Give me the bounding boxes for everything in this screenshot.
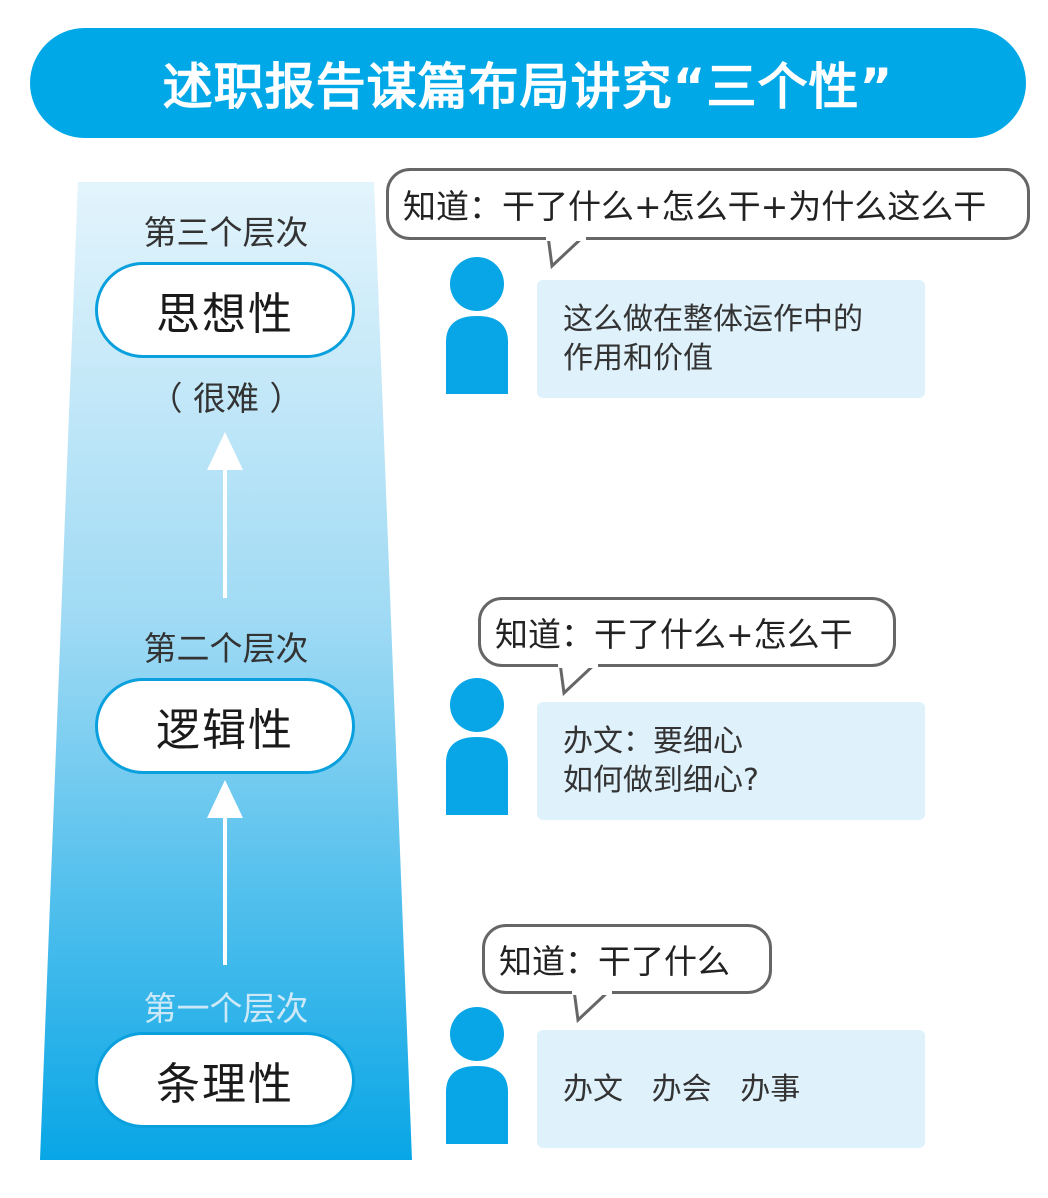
pill-level-1: 条理性	[95, 1032, 355, 1128]
bubble-tail-icon	[558, 663, 599, 697]
pill-text: 条理性	[156, 1059, 294, 1110]
person-icon	[446, 678, 508, 815]
pill-level-3: 思想性	[95, 262, 355, 358]
speech-bubble-2: 知道：干了什么+怎么干	[478, 597, 896, 667]
person-icon	[446, 1007, 508, 1144]
info-card-1: 办文 办会 办事	[537, 1030, 925, 1148]
card-line: 办文：要细心	[563, 724, 743, 759]
difficulty-note: （ 很难 ）	[149, 379, 303, 418]
card-line: 办文 办会 办事	[563, 1071, 801, 1107]
pill-level-2: 逻辑性	[95, 678, 355, 774]
arrow-up-icon	[207, 432, 243, 598]
bubble-tail-icon	[546, 236, 587, 270]
title-banner: 述职报告谋篇布局讲究“三个性”	[30, 28, 1026, 138]
card-line: 作用和价值	[563, 341, 713, 376]
info-card-3: 这么做在整体运作中的 作用和价值	[537, 280, 925, 398]
info-card-2: 办文：要细心 如何做到细心?	[537, 702, 925, 820]
speech-bubble-1: 知道：干了什么	[482, 924, 772, 994]
speech-bubble-3: 知道：干了什么+怎么干+为什么这么干	[386, 168, 1030, 240]
bubble-text: 知道：干了什么+怎么干	[495, 615, 853, 654]
level-label-3: 第三个层次	[143, 213, 309, 252]
card-line: 这么做在整体运作中的	[563, 302, 863, 337]
card-line: 如何做到细心?	[563, 763, 759, 798]
bubble-text: 知道：干了什么	[499, 942, 730, 981]
bubble-text: 知道：干了什么+怎么干+为什么这么干	[403, 187, 987, 226]
pill-text: 逻辑性	[156, 705, 294, 756]
person-icon	[446, 257, 508, 394]
bubble-tail-icon	[572, 990, 613, 1024]
pill-text: 思想性	[156, 289, 294, 340]
level-label-1: 第一个层次	[143, 989, 309, 1028]
arrow-up-icon	[207, 780, 243, 965]
page-title: 述职报告谋篇布局讲究“三个性”	[162, 58, 894, 116]
level-label-2: 第二个层次	[143, 629, 309, 668]
